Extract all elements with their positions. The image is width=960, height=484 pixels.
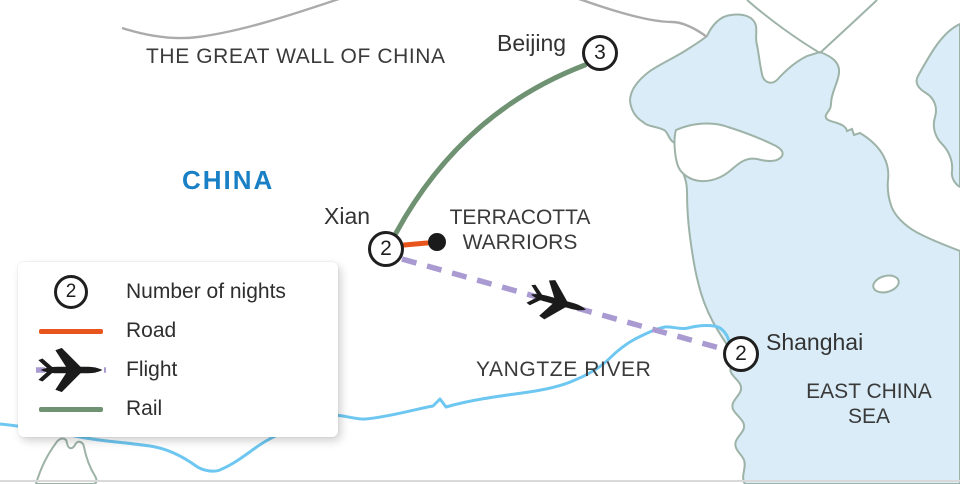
korea-border-line [819,0,878,54]
legend-label-nights: Number of nights [126,280,286,303]
northeast-coastline [746,0,821,54]
road-route-xian-terracotta [401,240,430,248]
legend-row-road: Road [32,312,338,351]
legend-row-nights: 2 Number of nights [32,273,338,312]
island [872,274,900,294]
legend-panel: 2 Number of nights Road Flight Rail [18,262,338,437]
legend-label-flight: Flight [126,358,178,381]
terracotta-warriors-dot [428,233,446,251]
east-china-sea-label: EAST CHINA SEA [796,380,942,430]
xian-nights-badge: 2 [368,231,404,267]
road-line-icon [39,328,103,334]
terracotta-line2: WARRIORS [462,230,578,254]
shandong-peninsula [673,122,784,183]
sea-east-of-korea [915,22,960,189]
east-china-sea-line1: EAST CHINA [806,380,932,403]
flight-line-icon [36,348,106,392]
east-china-sea-line2: SEA [847,404,891,428]
flight-swatch [32,348,110,392]
beijing-nights-badge: 3 [582,35,618,71]
terracotta-warriors-label: TERRACOTTA WARRIORS [445,206,595,256]
yangtze-river-label: YANGTZE RIVER [476,358,652,381]
legend-label-road: Road [126,319,177,342]
shanghai-label: Shanghai [766,329,864,355]
legend-row-rail: Rail [32,390,338,429]
lake-outline [34,437,98,484]
legend-label-rail: Rail [126,397,163,420]
rail-route-beijing-xian [393,62,588,236]
terracotta-line1: TERRACOTTA [449,206,591,229]
xian-label: Xian [324,203,371,229]
airplane-icon [523,274,592,330]
rail-line-icon [39,406,103,412]
great-wall-label: THE GREAT WALL OF CHINA [146,45,446,68]
yangtze-river-line [0,324,731,473]
nights-circle-icon: 2 [54,275,88,309]
road-swatch [32,328,110,334]
legend-row-flight: Flight [32,348,338,392]
great-wall-line [121,0,708,40]
rail-swatch [32,406,110,412]
beijing-label: Beijing [497,30,567,56]
airplane-icon [38,348,103,392]
shanghai-nights-badge: 2 [723,336,759,372]
nights-swatch: 2 [32,275,110,309]
country-label: CHINA [182,165,275,195]
